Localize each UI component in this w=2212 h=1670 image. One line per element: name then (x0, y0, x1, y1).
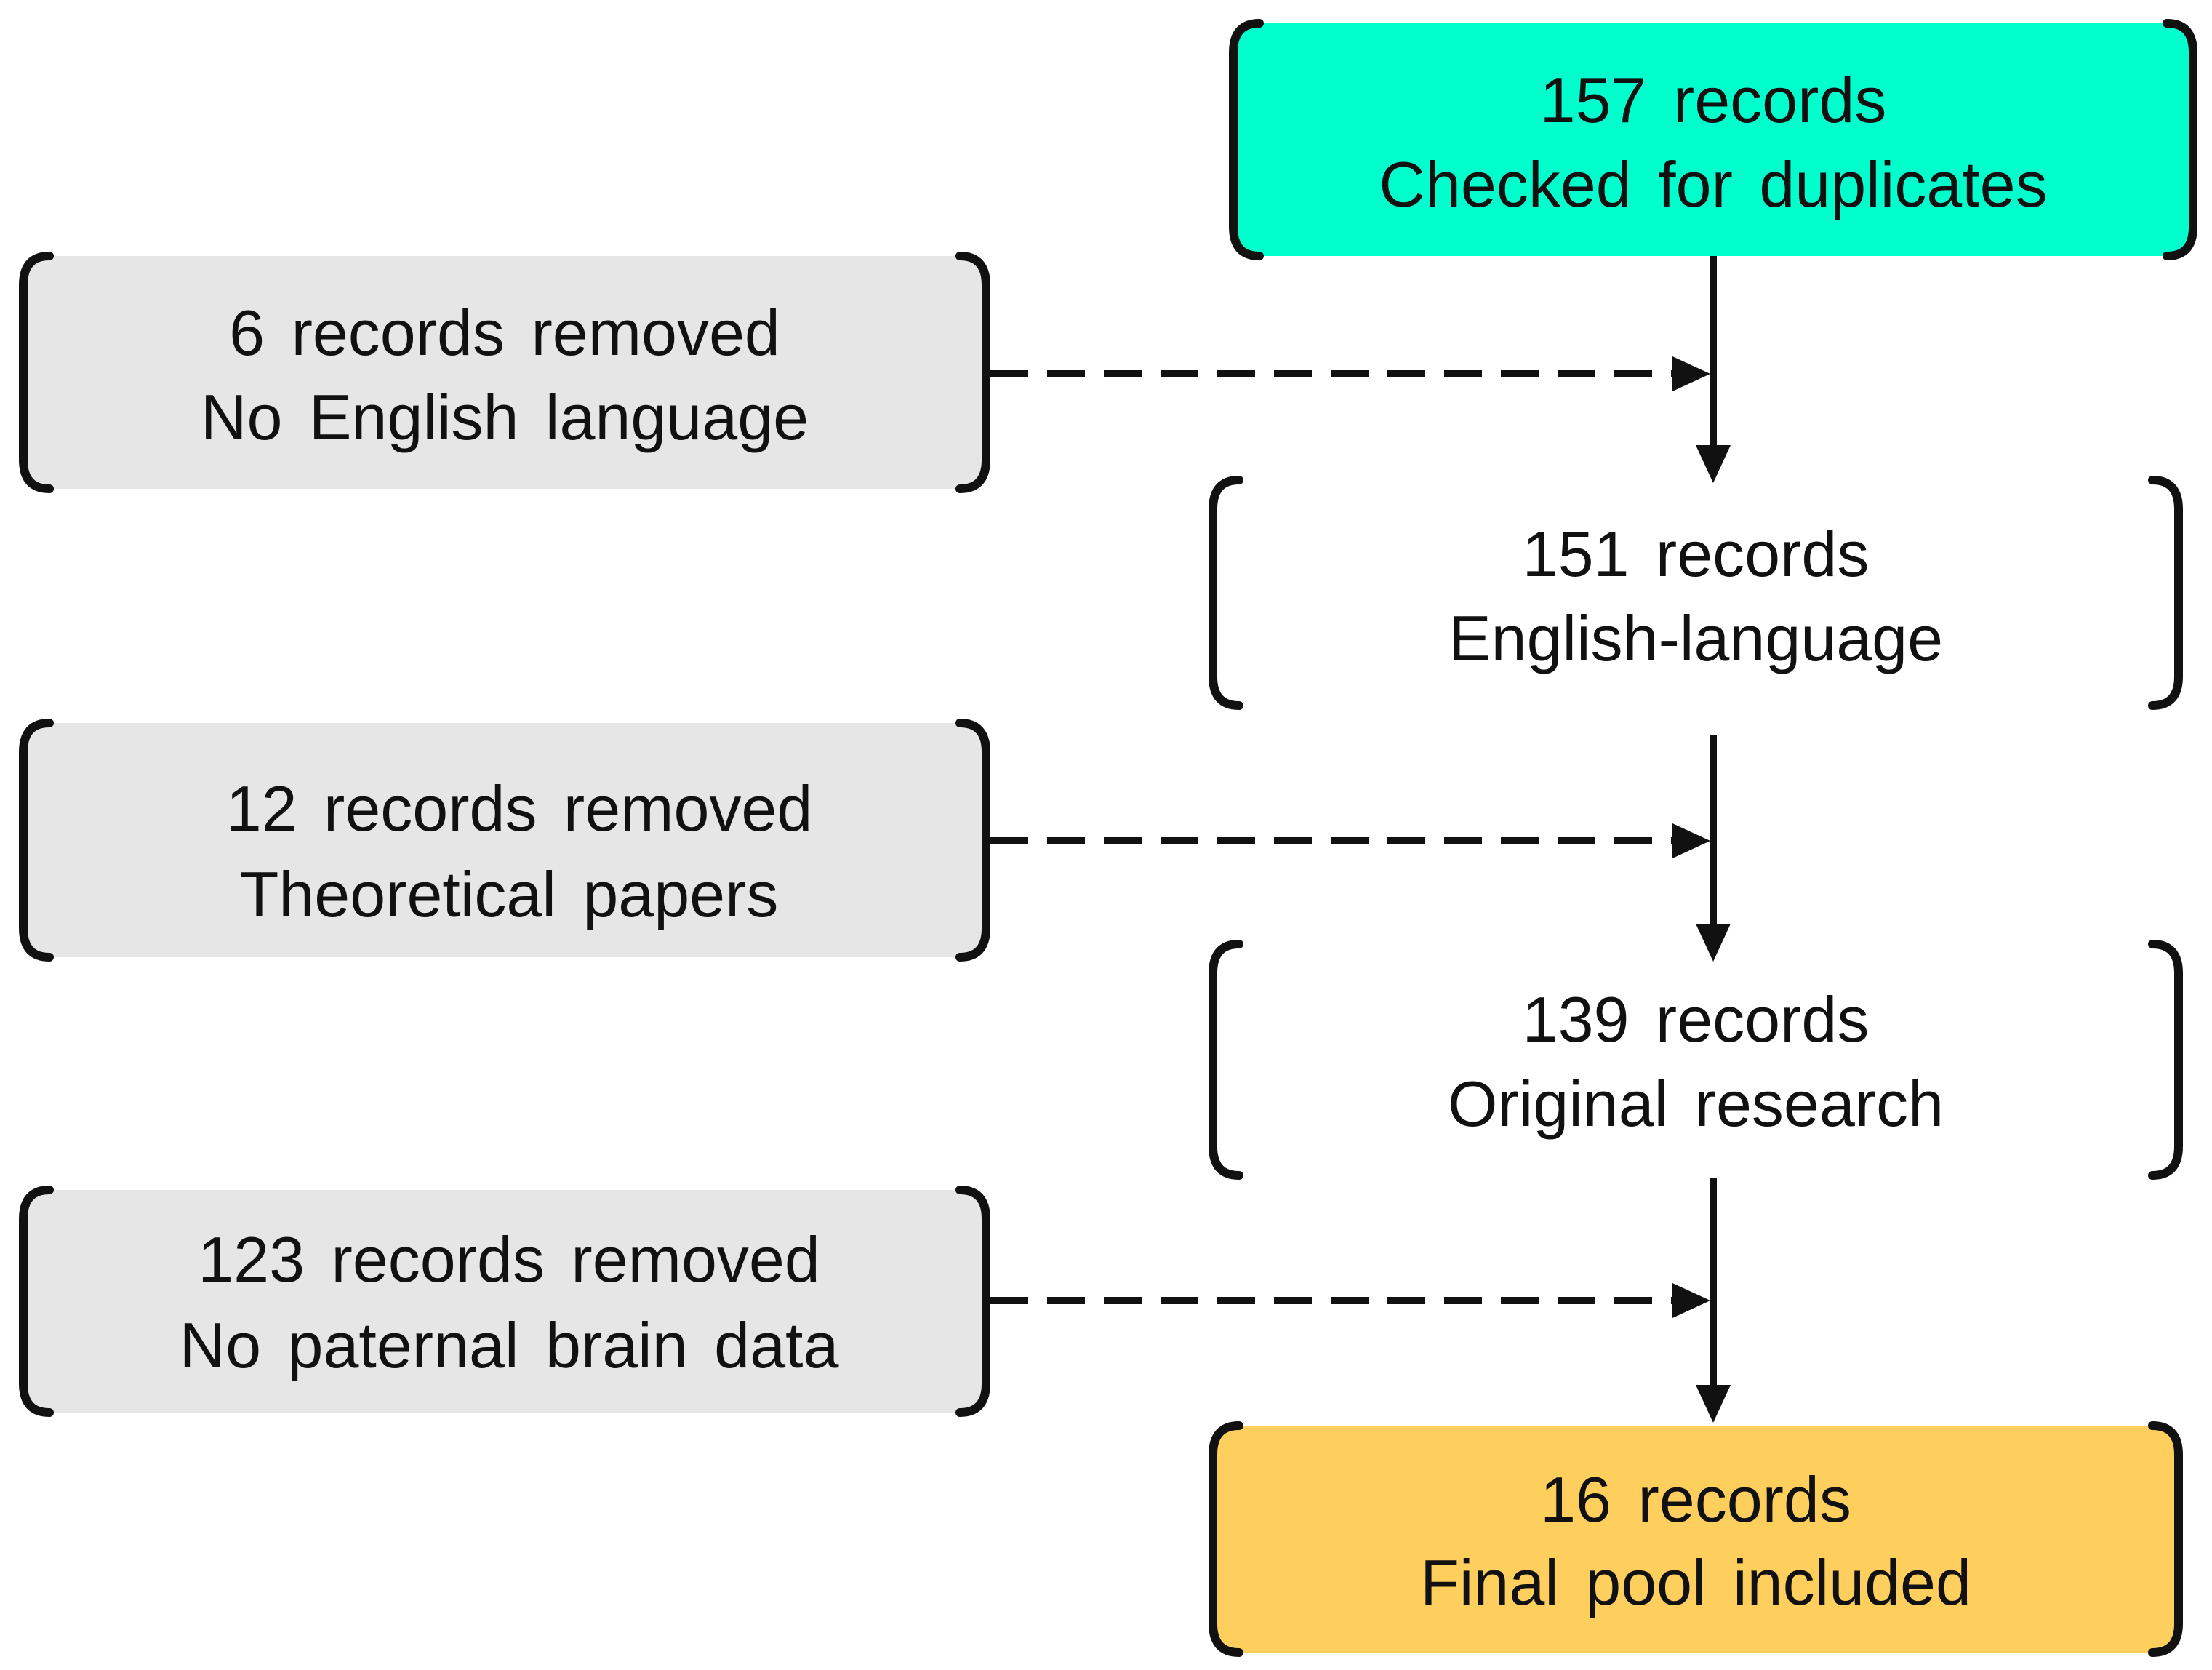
stage-1-box-label: English-language (1448, 602, 1943, 674)
stage-1-box-right-bracket (2148, 476, 2183, 710)
dashed-arrow-exclusion-3-head (1672, 1283, 1710, 1318)
arrow-start-to-stage-1-head (1696, 445, 1731, 483)
exclusion-box-1-fill (23, 256, 986, 489)
final-box-left-bracket (1209, 1421, 1243, 1657)
dashed-arrow-exclusion-1-head (1672, 356, 1710, 391)
exclusion-box-2-left-bracket (19, 719, 54, 962)
stage-1-box-left-bracket (1209, 476, 1243, 710)
start-box-label: Checked for duplicates (1379, 148, 2047, 220)
exclusion-box-3: 123 records removed No paternal brain da… (19, 1186, 990, 1417)
exclusion-box-1-left-bracket (19, 252, 54, 493)
arrow-stage-2-to-final-head (1696, 1385, 1731, 1423)
start-box-right-bracket (2163, 19, 2197, 260)
arrow-stage-1-to-stage-2-head (1696, 924, 1731, 962)
stage-2-box: 139 records Original research (1209, 940, 2183, 1180)
exclusion-box-2-fill (23, 723, 986, 957)
exclusion-box-1: 6 records removed No English language (19, 252, 990, 493)
exclusion-box-3-right-bracket (955, 1186, 990, 1417)
stage-1-box-fill (1213, 480, 2179, 706)
stage-2-box-count: 139 records (1523, 983, 1870, 1055)
final-box-count: 16 records (1540, 1463, 1851, 1535)
start-box-count: 157 records (1540, 64, 1887, 136)
exclusion-box-3-count: 123 records removed (198, 1223, 820, 1295)
stage-2-box-fill (1213, 944, 2179, 1175)
exclusion-box-1-label: No English language (201, 381, 809, 453)
exclusion-box-2: 12 records removed Theoretical papers (19, 719, 990, 962)
start-box-left-bracket (1229, 19, 1264, 260)
exclusion-box-2-right-bracket (955, 719, 990, 962)
final-box-right-bracket (2148, 1421, 2183, 1657)
stage-1-box: 151 records English-language (1209, 476, 2183, 710)
final-box-label: Final pool included (1420, 1546, 1971, 1618)
exclusion-box-1-count: 6 records removed (229, 297, 780, 369)
exclusion-box-3-left-bracket (19, 1186, 54, 1417)
exclusion-box-1-right-bracket (955, 252, 990, 493)
exclusion-box-3-label: No paternal brain data (180, 1309, 839, 1381)
exclusion-box-3-fill (23, 1190, 986, 1413)
stage-2-box-right-bracket (2148, 940, 2183, 1180)
stage-1-box-count: 151 records (1523, 518, 1870, 590)
exclusion-box-2-count: 12 records removed (226, 772, 813, 844)
exclusion-box-2-label: Theoretical papers (240, 858, 779, 930)
dashed-arrow-exclusion-2-head (1672, 823, 1710, 858)
start-box-fill (1233, 23, 2193, 256)
stage-2-box-label: Original research (1448, 1068, 1944, 1140)
final-box-fill (1213, 1426, 2179, 1653)
stage-2-box-left-bracket (1209, 940, 1243, 1180)
final-box: 16 records Final pool included (1209, 1421, 2183, 1657)
start-box: 157 records Checked for duplicates (1229, 19, 2197, 260)
